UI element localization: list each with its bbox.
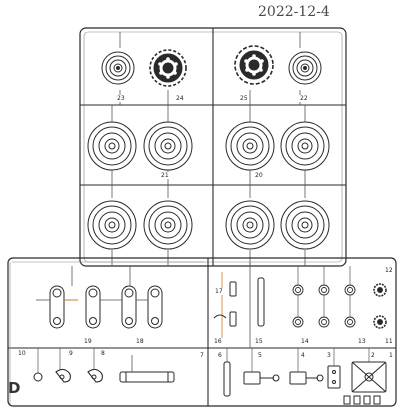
part-number-18: 18 — [135, 338, 145, 345]
small-rods-17-16 — [213, 272, 237, 340]
part-number-21: 21 — [160, 172, 170, 179]
part-number-1: 1 — [388, 352, 394, 359]
part-number-7: 7 — [199, 352, 205, 359]
part-number-20: 20 — [254, 172, 264, 179]
bracket-4 — [289, 371, 324, 385]
road-wheels-row-1 — [87, 121, 330, 171]
suspension-arms — [36, 266, 163, 329]
road-wheel — [280, 200, 330, 250]
road-wheel — [87, 121, 137, 171]
part-number-10: 10 — [17, 350, 27, 357]
part-number-3: 3 — [326, 352, 332, 359]
road-wheels-row-2 — [87, 200, 330, 250]
part-number-25: 25 — [239, 95, 249, 102]
part-number-17: 17 — [214, 288, 224, 295]
suspension-arm — [49, 285, 78, 329]
bottom-row-parts — [33, 348, 387, 405]
road-wheel — [225, 121, 275, 171]
part-number-15: 15 — [254, 338, 264, 345]
part-number-8: 8 — [100, 350, 106, 357]
part-number-24: 24 — [175, 95, 185, 102]
road-wheel — [87, 200, 137, 250]
part-number-6: 6 — [217, 352, 223, 359]
sprue-letter: D — [8, 379, 21, 397]
part-number-13: 13 — [357, 338, 367, 345]
plate-2 — [351, 361, 387, 393]
road-wheel — [143, 121, 193, 171]
suspension-arm — [85, 285, 101, 329]
axle-7 — [119, 355, 175, 383]
part-number-22: 22 — [299, 95, 309, 102]
pin-6 — [223, 361, 231, 397]
upper-sprue-frame — [79, 27, 347, 267]
part-number-9: 9 — [68, 350, 74, 357]
long-rod-15 — [257, 277, 265, 327]
lower-sprue-frame — [7, 257, 397, 407]
part-number-14: 14 — [300, 338, 310, 345]
plate-3 — [327, 365, 341, 389]
bracket-5 — [243, 371, 280, 385]
drawing-date: 2022-12-4 — [258, 4, 330, 20]
hook-part-9 — [55, 368, 71, 383]
part-number-23: 23 — [116, 95, 126, 102]
part-number-11: 11 — [384, 338, 394, 345]
small-wheel-22 — [288, 51, 322, 85]
suspension-arm — [121, 285, 137, 329]
part-number-19: 19 — [83, 338, 93, 345]
part-number-4: 4 — [300, 352, 306, 359]
top-row-parts — [101, 45, 322, 87]
sprocket-25 — [234, 45, 274, 85]
bolt-heads-grid — [292, 266, 387, 329]
road-wheel — [225, 200, 275, 250]
suspension-arm — [147, 285, 163, 329]
sprocket-24 — [149, 49, 187, 87]
part-number-2: 2 — [370, 352, 376, 359]
small-wheel-23 — [101, 51, 135, 85]
part-number-5: 5 — [257, 352, 263, 359]
road-wheel — [143, 200, 193, 250]
road-wheel — [280, 121, 330, 171]
part-number-16: 16 — [213, 338, 223, 345]
hook-part-8 — [87, 368, 103, 383]
small-blocks-1 — [343, 395, 381, 405]
part-number-12: 12 — [384, 267, 394, 274]
